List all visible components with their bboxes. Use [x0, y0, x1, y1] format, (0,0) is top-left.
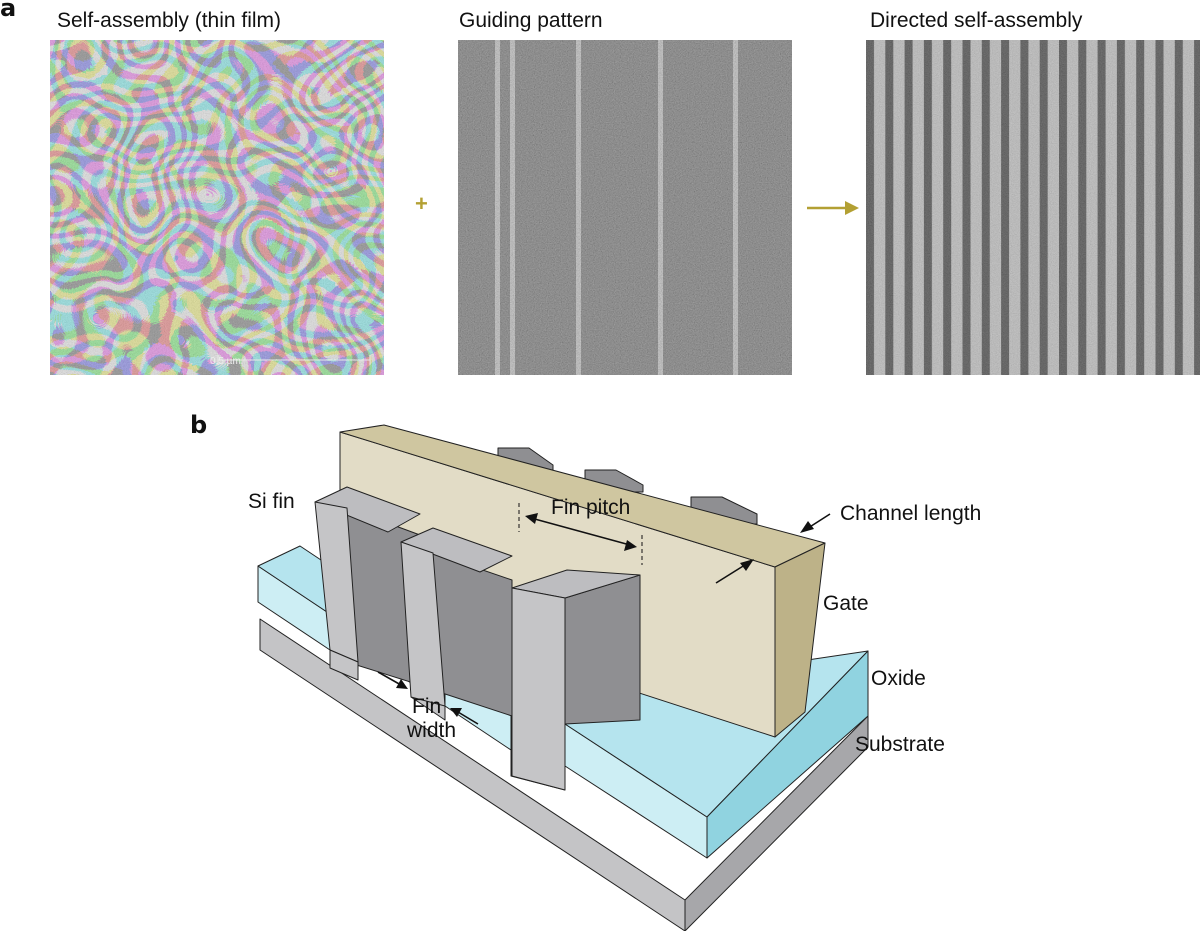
label-si-fin: Si fin [248, 490, 295, 513]
label-gate: Gate [823, 592, 869, 615]
fin-3-front [511, 587, 566, 791]
guiding-pattern-micrograph [458, 40, 792, 375]
oxide-right-face [706, 650, 869, 859]
panel-a-letter: a [0, 0, 17, 22]
finfet-diagram [257, 424, 869, 931]
label-fin-width-line1: Fin [412, 695, 442, 718]
fin-2-front [400, 541, 446, 707]
image-title-guiding-pattern: Guiding pattern [459, 9, 603, 32]
fin-2-side [432, 552, 513, 717]
substrate-right-face [684, 715, 869, 931]
fin-1-top [314, 486, 421, 533]
label-channel-length: Channel length [840, 502, 982, 525]
scale-bar-label: 0.5 µm [210, 356, 241, 367]
label-fin-pitch: Fin pitch [551, 496, 631, 519]
panel-b-letter: b [190, 411, 208, 439]
image-title-self-assembly: Self-assembly (thin film) [57, 9, 282, 32]
substrate-front-face [259, 618, 686, 931]
gate-right-face [774, 542, 826, 738]
fin-width-arrow-2 [457, 711, 479, 725]
label-fin-width-line2: width [407, 719, 457, 742]
fin-width-arrow-1 [377, 671, 402, 686]
self-assembly-micrograph: 0.5 µm [50, 40, 384, 375]
fin-pitch-arrow [530, 517, 631, 546]
label-oxide: Oxide [871, 667, 926, 690]
fin-3-side [564, 574, 641, 725]
fin-2-top [400, 527, 513, 573]
arrow-to-dsa [807, 201, 859, 215]
plus-symbol: + [415, 191, 428, 216]
directed-self-assembly-micrograph [866, 40, 1200, 375]
image-title-directed-self-assembly: Directed self-assembly [870, 9, 1083, 32]
label-substrate: Substrate [855, 733, 945, 756]
